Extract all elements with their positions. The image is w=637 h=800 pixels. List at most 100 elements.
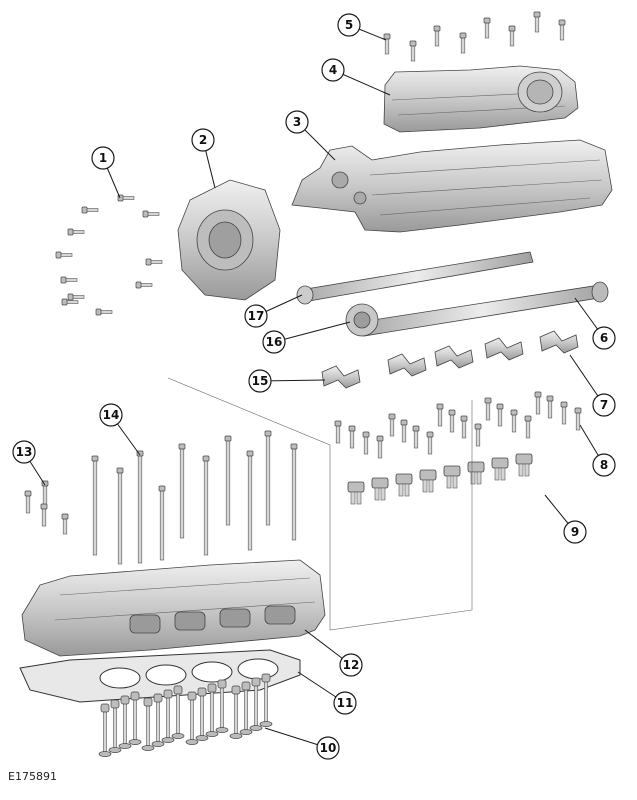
valve [141,697,155,751]
bolt [95,308,113,316]
head-bolt [136,450,144,564]
valve [259,673,273,727]
cap-bolt [426,431,434,455]
bolt [67,228,85,236]
bolt [55,251,73,259]
cap-bolt [560,401,568,425]
valve [98,703,112,757]
bolt [81,206,99,214]
callout-1: 1 [91,146,121,199]
leader-line [273,321,351,343]
valve [161,689,175,743]
callout-7: 7 [569,354,616,417]
callout-number: 1 [99,151,107,165]
head-bolt [91,455,99,556]
valve [118,695,132,749]
callout-number: 5 [345,18,353,32]
head-bolt [264,430,272,526]
camshaft-sprocket [345,303,379,337]
callout-circle [321,58,345,82]
small-bolt [24,490,32,514]
gasket-bore [191,661,233,683]
callout-number: 3 [293,115,301,129]
callout-number: 4 [329,63,337,77]
head-bolt [202,455,210,556]
valve [229,685,243,739]
callout-2: 2 [191,128,216,189]
gasket-bore [237,658,279,680]
callout-circle [316,736,340,760]
valve [239,681,253,735]
bolt [142,210,160,218]
camshaft-carrier [291,139,613,233]
callout-number: 6 [600,331,608,345]
roller-follower [515,453,533,477]
head-bolt [290,443,298,541]
head-bolt [158,485,166,561]
exhaust-port [264,605,296,625]
callout-number: 12 [343,658,360,672]
cap-bolt [348,425,356,449]
callout-15: 15 [248,369,326,393]
callout-circle [244,304,268,328]
callout-number: 9 [571,525,579,539]
cover-bolt [409,40,417,62]
valve [185,691,199,745]
roller-follower [419,469,437,493]
head-bolt [178,443,186,539]
front-cover-bolts [55,194,163,316]
valve [151,693,165,747]
bearing-cap [539,330,579,354]
callout-14: 14 [99,403,141,456]
bearing-cap [484,337,524,361]
exhaust-port [129,614,161,634]
cover-bolt [459,32,467,54]
assembly-outline [167,377,473,631]
callout-9: 9 [544,494,587,544]
cap-bolt [496,403,504,427]
cover-bolt [483,17,491,39]
cap-bolt [524,415,532,439]
cap-bolt [546,395,554,419]
head-bolt [224,435,232,526]
cover-bolt [558,19,566,41]
bearing-cap-bolts [334,391,582,459]
callout-6: 6 [574,297,616,350]
callout-circle [191,128,215,152]
cap-bolt [412,425,420,449]
bearing-cap [387,353,427,377]
cap-bolt [400,419,408,443]
cap-bolt [574,407,582,431]
camshaft-upper [296,251,534,305]
valve [205,683,219,737]
valve [215,679,229,733]
cap-bolt [484,397,492,421]
callout-number: 14 [103,408,120,422]
cylinder-head-bolts [91,430,298,565]
callout-circle [262,330,286,354]
callout-11: 11 [297,671,357,715]
callout-13: 13 [12,440,46,486]
cap-bolt [510,409,518,433]
callout-circle [592,393,616,417]
bolt [60,276,78,284]
callout-circle [339,653,363,677]
exhaust-port [219,608,251,628]
upper-camshaft-cover [383,65,579,133]
valve [195,687,209,741]
callout-circle [248,369,272,393]
bolt [61,298,79,306]
cap-bolt [534,391,542,415]
callout-number: 16 [266,335,283,349]
callout-17: 17 [244,294,303,328]
roller-follower [371,477,389,501]
callout-5: 5 [337,13,387,41]
bearing-cap [434,345,474,369]
callout-number: 8 [600,458,608,472]
callout-12: 12 [304,629,363,677]
callout-number: 2 [199,133,207,147]
callout-circle [333,691,357,715]
